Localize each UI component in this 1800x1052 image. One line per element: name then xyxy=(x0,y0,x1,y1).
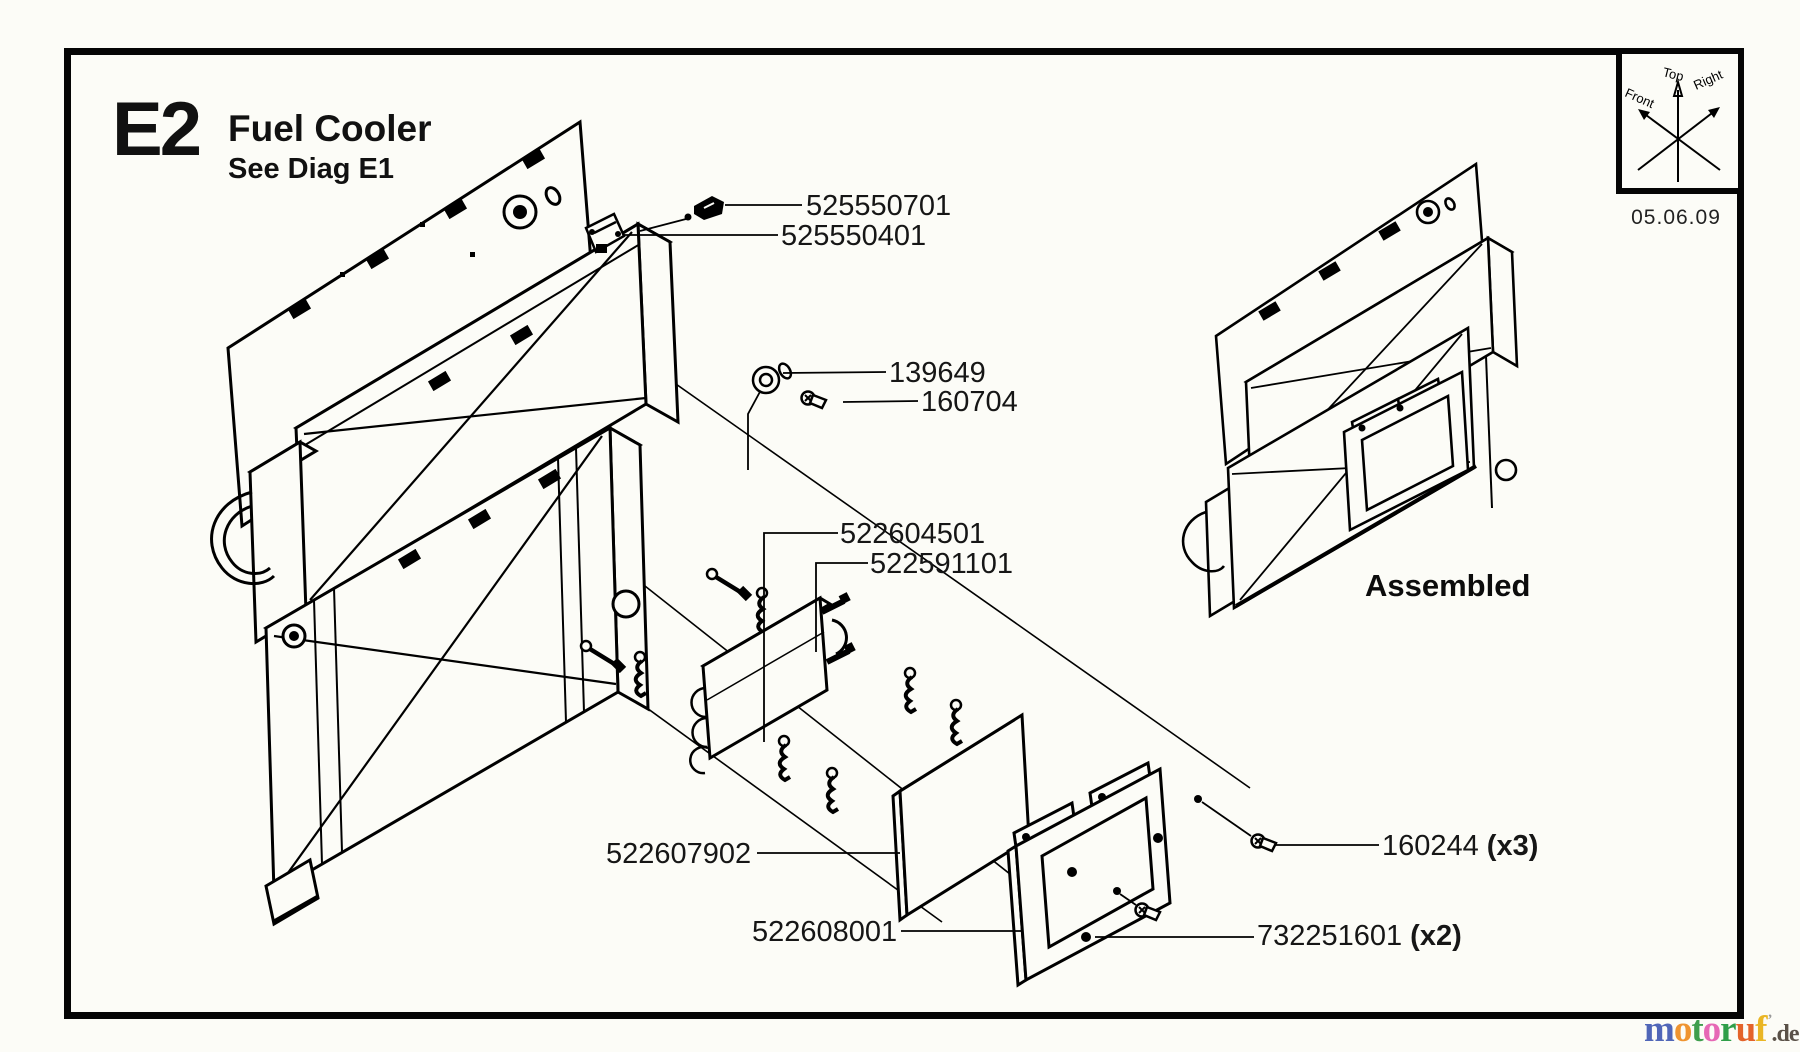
logo-letter: m xyxy=(1644,1009,1675,1050)
diagram-title: Fuel Cooler xyxy=(228,108,432,149)
part-label-522591101: 522591101 xyxy=(870,548,1014,580)
plug-525550701 xyxy=(639,196,724,232)
part-label-732251601: 732251601(x2) xyxy=(1257,920,1462,953)
cooler-bracket-522608001 xyxy=(1006,760,1172,988)
part-number: 732251601 xyxy=(1257,920,1403,952)
motoruf-watermark: motoruf’.de xyxy=(1644,1008,1800,1051)
orientation-axes-icon: Top Front Right xyxy=(1623,64,1725,182)
logo-letter: o xyxy=(1673,1009,1692,1050)
part-number: 160244 xyxy=(1382,830,1479,862)
logo-letter: o xyxy=(1702,1009,1721,1050)
part-quantity: (x2) xyxy=(1410,920,1462,952)
cooler-core-522591101 xyxy=(689,592,856,775)
diagram-border xyxy=(64,48,1744,1019)
part-label-160704: 160704 xyxy=(921,386,1018,418)
part-label-522604501: 522604501 xyxy=(840,518,986,550)
assembled-caption: Assembled xyxy=(1365,568,1531,603)
part-label-522607902: 522607902 xyxy=(606,838,752,870)
screw-160704 xyxy=(800,390,828,410)
logo-letter: t xyxy=(1691,1009,1703,1050)
logo-letter: r xyxy=(1720,1009,1736,1050)
leader-lines xyxy=(624,204,1379,938)
fan-shroud xyxy=(247,221,680,645)
diagram-subtitle: See Diag E1 xyxy=(228,153,395,185)
part-quantity: (x3) xyxy=(1486,830,1539,862)
orientation-compass: Top Front Right xyxy=(1616,48,1744,194)
part-label-525550401: 525550401 xyxy=(781,220,927,252)
part-label-160244: 160244(x3) xyxy=(1382,830,1538,863)
logo-trademark-tick: ’ xyxy=(1767,1012,1773,1028)
part-label-522608001: 522608001 xyxy=(752,916,898,948)
revision-date: 05.06.09 xyxy=(1631,206,1721,229)
radiator-core xyxy=(262,425,650,927)
logo-suffix: .de xyxy=(1771,1021,1800,1047)
diagram-code: E2 xyxy=(112,87,202,172)
mounting-hook xyxy=(210,490,276,586)
screws-160244 xyxy=(1194,795,1278,853)
fitting-525550401 xyxy=(584,212,626,254)
axis-label-front: Front xyxy=(1623,85,1657,111)
axis-label-top: Top xyxy=(1661,64,1685,84)
axis-label-right: Right xyxy=(1691,67,1725,93)
part-label-139649: 139649 xyxy=(889,357,986,389)
logo-letter: u xyxy=(1735,1009,1757,1050)
screws-732251601 xyxy=(1113,887,1162,922)
assembled-view xyxy=(1181,161,1519,619)
part-label-525550701: 525550701 xyxy=(806,190,952,222)
foam-pad-522607902 xyxy=(891,712,1031,923)
grommet-139649 xyxy=(747,362,793,470)
logo-letter: f xyxy=(1755,1009,1767,1050)
